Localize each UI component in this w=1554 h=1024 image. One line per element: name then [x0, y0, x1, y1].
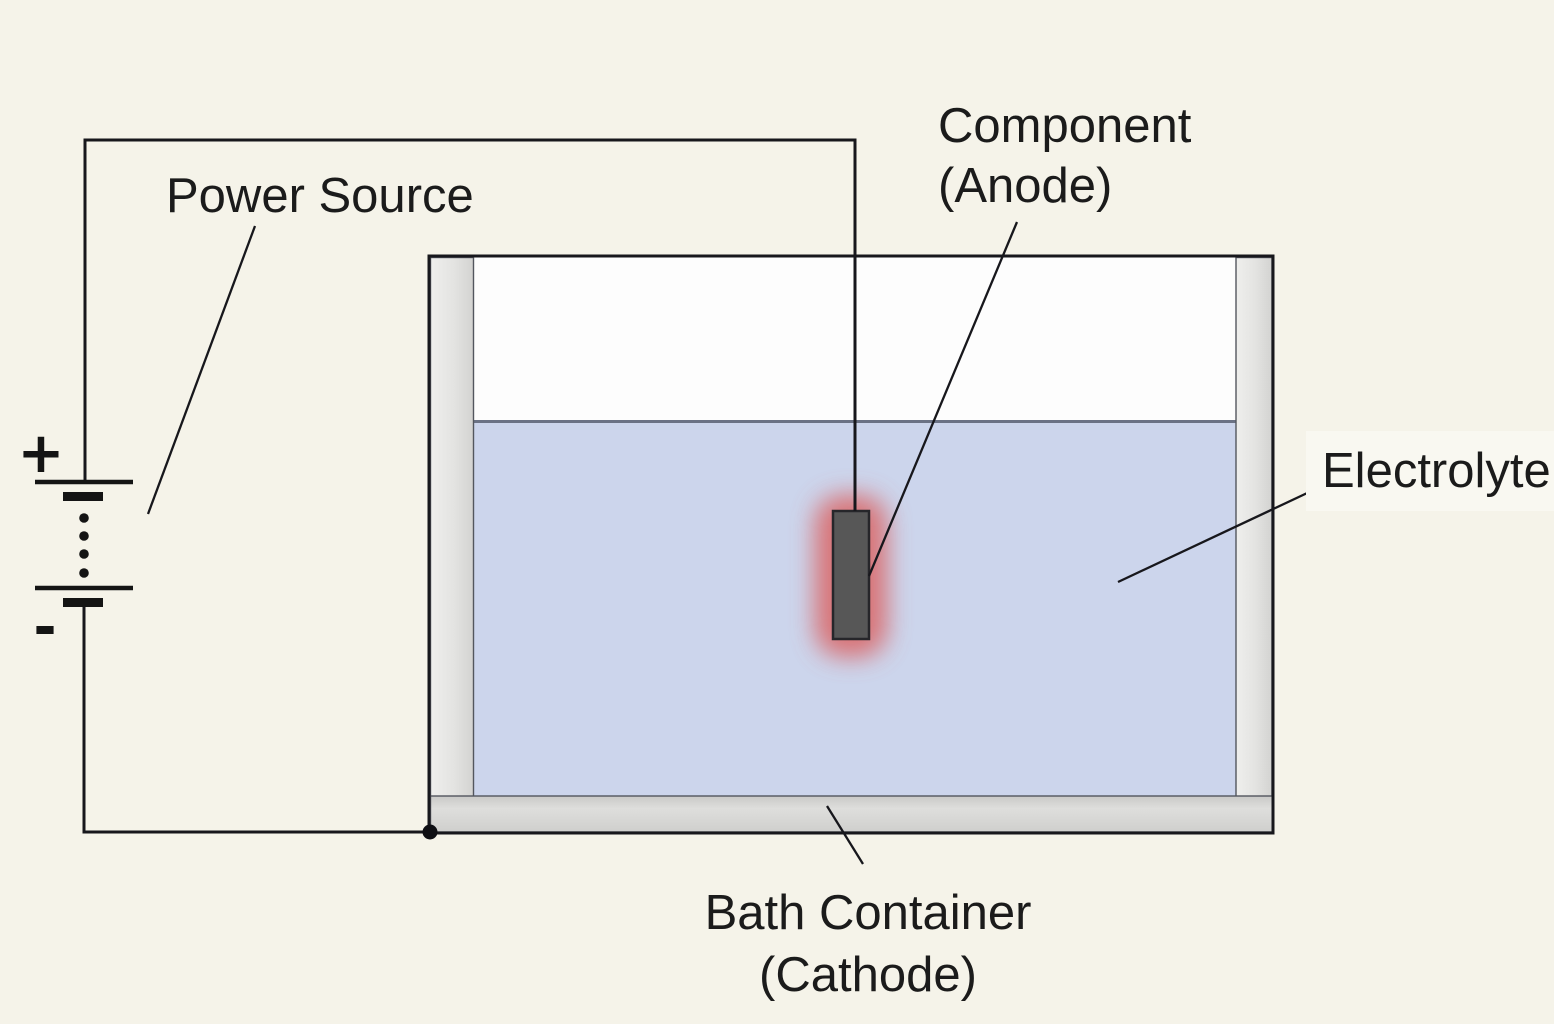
component-label-line1: Component	[938, 99, 1192, 153]
wire-junction-dot	[422, 824, 438, 840]
battery-dot	[79, 513, 89, 523]
electrolyte-label: Electrolyte	[1306, 431, 1554, 511]
battery-negative-sign: -	[33, 595, 56, 660]
battery-dot	[79, 549, 89, 559]
bath-label-line1: Bath Container	[704, 886, 1032, 940]
electrolyte-label-text: Electrolyte	[1322, 444, 1551, 498]
container-outline	[427, 254, 1275, 835]
container-left-wall	[429, 256, 475, 833]
battery-positive-sign: +	[18, 421, 65, 486]
leader-bath-container	[826, 805, 864, 865]
leader-electrolyte	[1117, 485, 1321, 584]
leader-anode	[867, 221, 1019, 577]
battery-symbol: + -	[18, 421, 133, 660]
battery-dot	[79, 531, 89, 541]
container-bottom-wall	[429, 795, 1274, 833]
battery-dot	[79, 568, 89, 578]
leader-lines	[146, 221, 1321, 865]
component-label-line2: (Anode)	[938, 159, 1113, 213]
bath-container-label: Bath Container (Cathode)	[568, 882, 1168, 1006]
wire-positive-to-anode	[83, 138, 857, 511]
component-anode	[831, 509, 871, 641]
component-anode-label: Component (Anode)	[938, 96, 1191, 216]
circuit-wires	[82, 138, 857, 834]
bath-label-line2: (Cathode)	[759, 948, 977, 1002]
container-right-wall	[1235, 256, 1273, 833]
leader-power-source	[146, 225, 257, 515]
power-source-label: Power Source	[166, 169, 474, 223]
wire-negative-to-container	[82, 606, 430, 834]
